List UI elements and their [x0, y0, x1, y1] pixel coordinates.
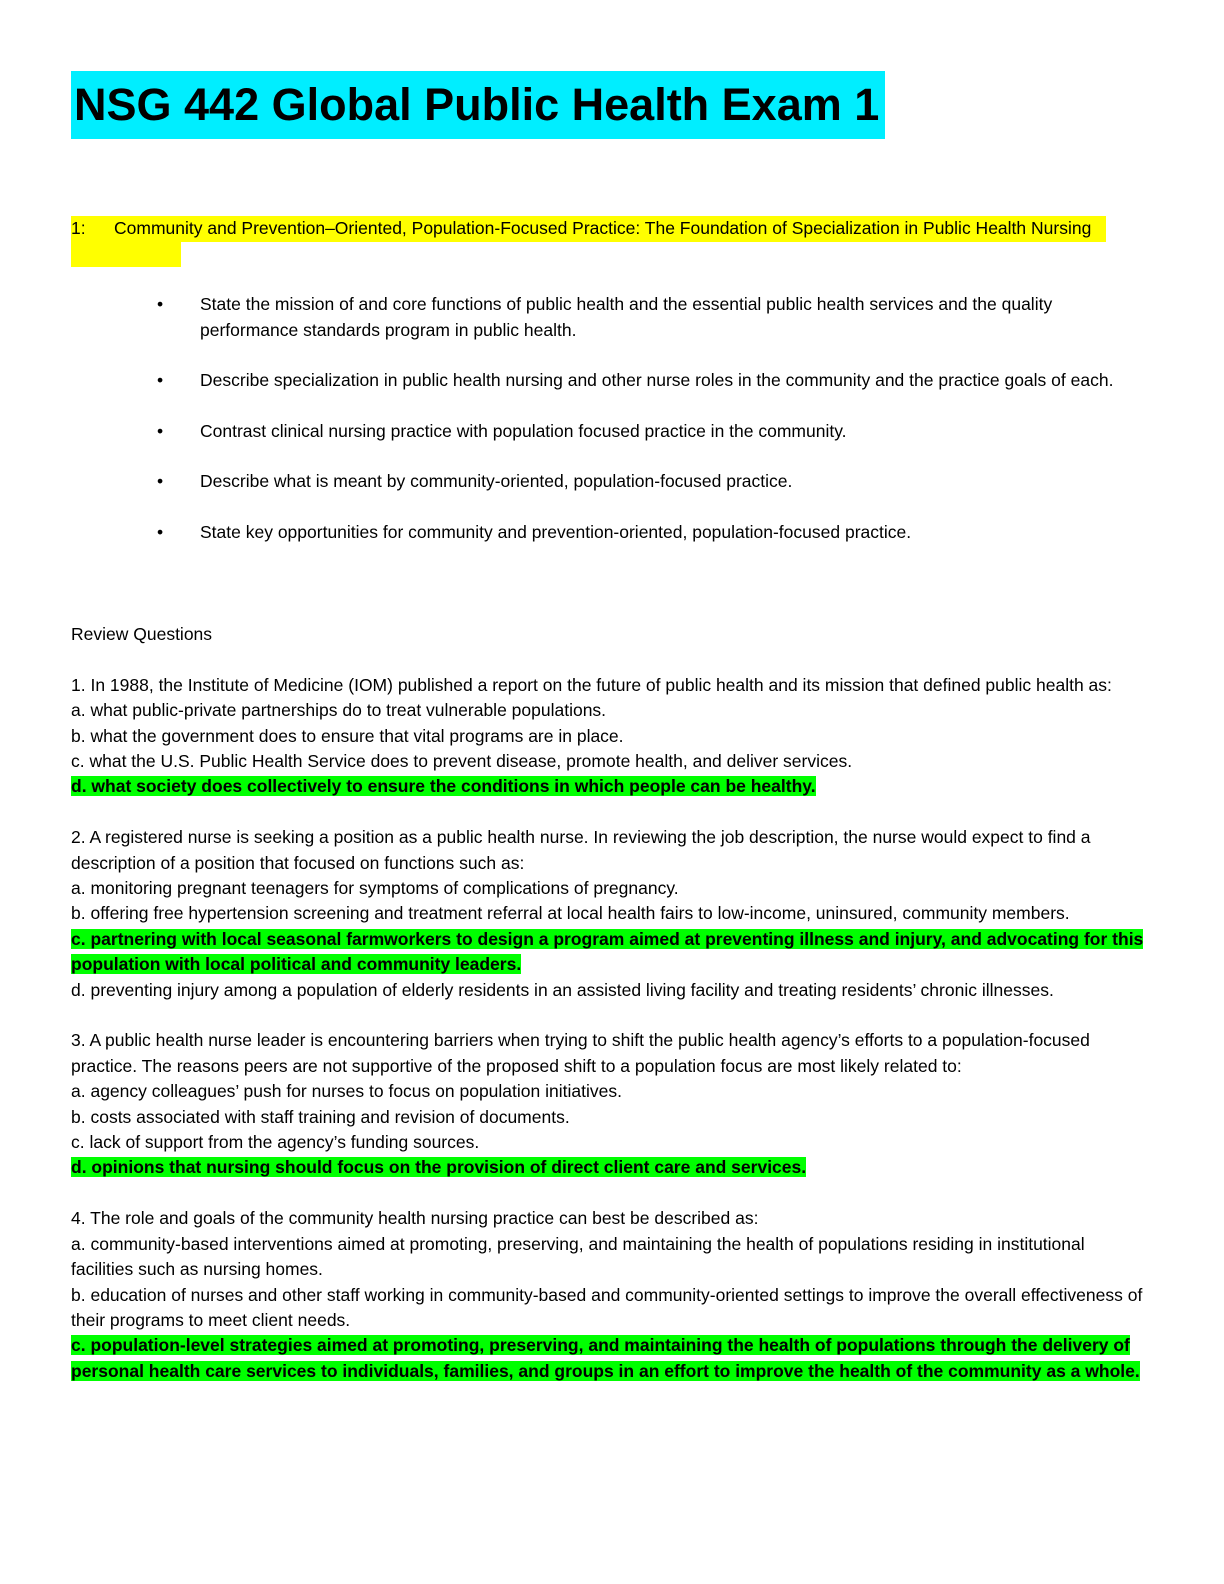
answer-option: d. preventing injury among a population …: [71, 979, 1054, 1000]
bullet-icon: •: [157, 521, 164, 542]
question-stem: 4. The role and goals of the community h…: [71, 1208, 759, 1229]
objective-text: Contrast clinical nursing practice with …: [200, 420, 847, 441]
bullet-icon: •: [157, 420, 164, 441]
section-heading: 1: Community and Prevention–Oriented, Po…: [71, 216, 1106, 242]
answer-option: c. what the U.S. Public Health Service d…: [71, 751, 853, 772]
answer-option: a. what public-private partnerships do t…: [71, 700, 607, 721]
section-heading-text: Community and Prevention–Oriented, Popul…: [114, 218, 1092, 238]
bullet-icon: •: [157, 370, 164, 390]
objective-item: • Describe what is meant by community-or…: [157, 469, 1137, 495]
answer-option: c. lack of support from the agency’s fun…: [71, 1132, 480, 1153]
answer-option: b. costs associated with staff training …: [71, 1106, 570, 1127]
objective-item: • Describe specialization in public heal…: [157, 368, 1137, 394]
question-stem: 1. In 1988, the Institute of Medicine (I…: [71, 674, 1112, 695]
question-block: 3. A public health nurse leader is encou…: [71, 1028, 1146, 1180]
objective-item: • State the mission of and core function…: [157, 292, 1137, 343]
answer-option: b. what the government does to ensure th…: [71, 725, 624, 746]
question-stem: 2. A registered nurse is seeking a posit…: [71, 827, 1091, 873]
question-block: 4. The role and goals of the community h…: [71, 1206, 1146, 1384]
section-highlight: [71, 216, 1106, 267]
objective-item: • Contrast clinical nursing practice wit…: [157, 419, 1137, 445]
review-section: Review Questions 1. In 1988, the Institu…: [71, 622, 1146, 1384]
objective-text: Describe what is meant by community-orie…: [200, 471, 793, 491]
answer-option: a. agency colleagues’ push for nurses to…: [71, 1081, 622, 1102]
bullet-icon: •: [157, 471, 164, 491]
question-block: 2. A registered nurse is seeking a posit…: [71, 825, 1146, 1003]
question-stem: 3. A public health nurse leader is encou…: [71, 1030, 1090, 1076]
bullet-icon: •: [157, 294, 164, 314]
review-heading: Review Questions: [71, 624, 213, 644]
correct-answer-option: d. what society does collectively to ens…: [71, 776, 816, 797]
question-block: 1. In 1988, the Institute of Medicine (I…: [71, 673, 1146, 800]
objective-text: Describe specialization in public health…: [200, 370, 1114, 390]
objective-text: State key opportunities for community an…: [200, 521, 912, 542]
answer-option: b. education of nurses and other staff w…: [71, 1284, 1143, 1330]
correct-answer-option: c. partnering with local seasonal farmwo…: [71, 928, 1144, 975]
objectives-list: • State the mission of and core function…: [157, 292, 1137, 570]
objective-text: State the mission of and core functions …: [200, 294, 1053, 340]
answer-option: b. offering free hypertension screening …: [71, 903, 1070, 924]
correct-answer-option: c. population-level strategies aimed at …: [71, 1335, 1140, 1381]
objective-item: • State key opportunities for community …: [157, 520, 1137, 546]
section-number: 1:: [71, 218, 86, 238]
document-title: NSG 442 Global Public Health Exam 1: [71, 71, 886, 139]
answer-option: a. monitoring pregnant teenagers for sym…: [71, 878, 679, 899]
correct-answer-option: d. opinions that nursing should focus on…: [71, 1157, 807, 1178]
answer-option: a. community-based interventions aimed a…: [71, 1233, 1085, 1280]
